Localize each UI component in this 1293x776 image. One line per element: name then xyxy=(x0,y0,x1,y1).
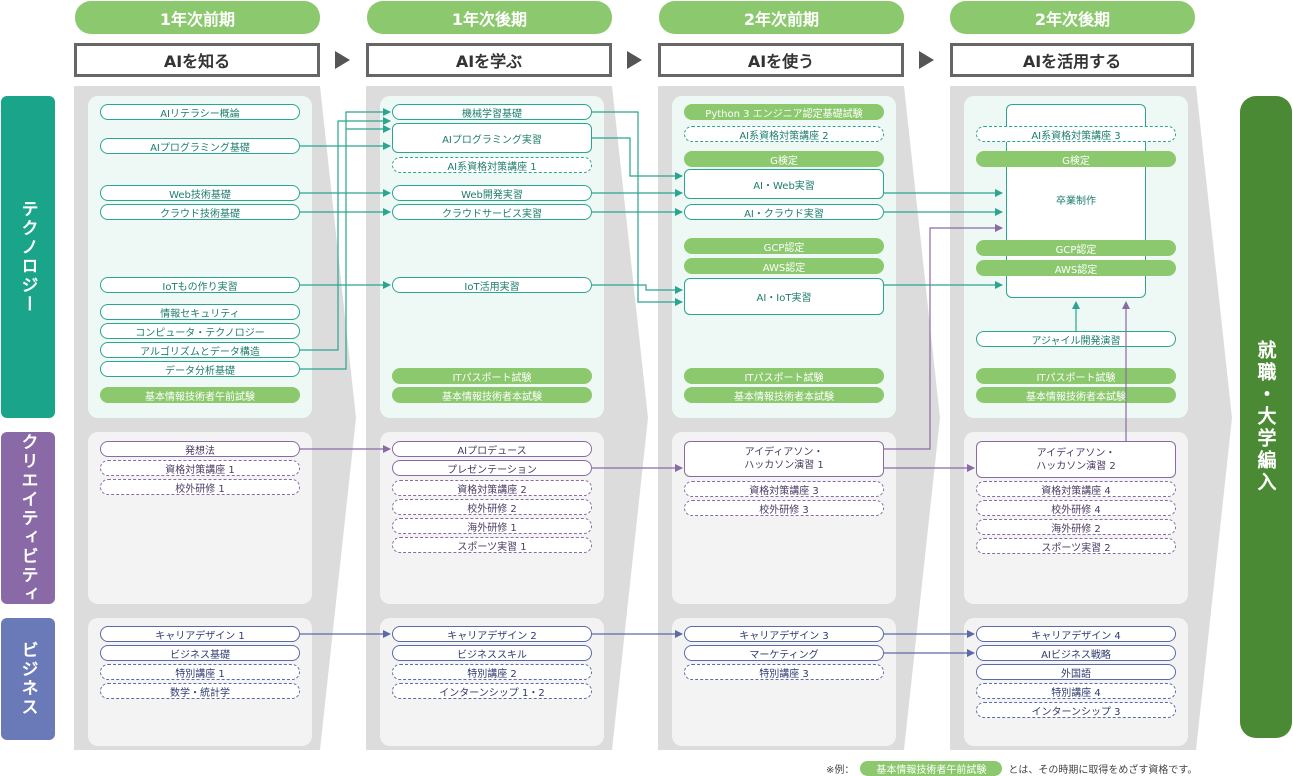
course-ai-cloud-practice: AI・クラウド実習 xyxy=(684,204,884,220)
cert-g-kentei-1: G検定 xyxy=(684,151,884,167)
course-special-lecture-4: 特別講座 4 xyxy=(976,683,1176,699)
career-goal: 就職・大学編入 xyxy=(1240,96,1292,738)
footer-sample-cert: 基本情報技術者午前試験 xyxy=(860,760,1003,776)
course-overseas-training-2: 海外研修 2 xyxy=(976,519,1176,535)
course-foreign-language: 外国語 xyxy=(976,664,1176,680)
course-ai-business-strategy: AIビジネス戦略 xyxy=(976,645,1176,661)
cert-it-passport-1: ITパスポート試験 xyxy=(392,368,592,384)
footer-note: ※例： 基本情報技術者午前試験 とは、その時期に取得をめざす資格です。 xyxy=(826,760,1197,776)
course-hackathon-1: アイディアソン・ ハッカソン演習 1 xyxy=(684,441,884,477)
category-business: ビジネス xyxy=(1,618,55,740)
course-business-basics: ビジネス基礎 xyxy=(100,645,300,661)
theme-arrow-icon-2 xyxy=(627,51,642,69)
term-pill-1: 1年次前期 xyxy=(75,1,320,34)
course-sports-2: スポーツ実習 2 xyxy=(976,538,1176,554)
course-cloud-basics: クラウド技術基礎 xyxy=(100,204,300,220)
course-cert-prep-3: 資格対策講座 3 xyxy=(684,481,884,497)
course-ai-iot-practice: AI・IoT実習 xyxy=(684,278,884,315)
cert-gcp-1: GCP認定 xyxy=(684,238,884,254)
course-algorithms: アルゴリズムとデータ構造 xyxy=(100,342,300,358)
course-graduation-project: 卒業制作 xyxy=(1056,196,1096,207)
course-special-lecture-2: 特別講座 2 xyxy=(392,664,592,680)
footer-suffix: とは、その時期に取得をめざす資格です。 xyxy=(1008,764,1198,776)
hackathon-1-line1: アイディアソン・ xyxy=(744,447,824,458)
course-data-analysis: データ分析基礎 xyxy=(100,361,300,377)
course-hackathon-2: アイディアソン・ ハッカソン演習 2 xyxy=(976,441,1176,478)
course-ideation: 発想法 xyxy=(100,441,300,457)
panel-tech-3 xyxy=(672,96,896,418)
cert-python3: Python 3 エンジニア認定基礎試験 xyxy=(684,104,884,120)
course-web-dev-practice: Web開発実習 xyxy=(392,185,592,201)
course-internship-1-2: インターンシップ 1・2 xyxy=(392,683,592,699)
course-iot-making: IoTもの作り実習 xyxy=(100,277,300,293)
category-creativity: クリエイティビティ xyxy=(1,432,55,604)
course-math-stats: 数学・統計学 xyxy=(100,683,300,699)
course-career-design-2: キャリアデザイン 2 xyxy=(392,626,592,642)
course-ai-cert-prep-2: AI系資格対策講座 2 xyxy=(684,126,884,142)
theme-box-4: AIを活用する xyxy=(950,43,1194,77)
cert-it-passport-3: ITパスポート試験 xyxy=(976,368,1176,384)
course-ai-produce: AIプロデュース xyxy=(392,441,592,457)
course-ai-web-practice: AI・Web実習 xyxy=(684,169,884,199)
cert-fe-main-2: 基本情報技術者本試験 xyxy=(684,387,884,403)
course-field-training-1: 校外研修 1 xyxy=(100,479,300,495)
course-career-design-1: キャリアデザイン 1 xyxy=(100,626,300,642)
course-career-design-3: キャリアデザイン 3 xyxy=(684,626,884,642)
course-internship-3: インターンシップ 3 xyxy=(976,702,1176,718)
theme-arrow-icon-1 xyxy=(335,51,350,69)
cert-aws-2: AWS認定 xyxy=(976,260,1176,276)
hackathon-2-line2: ハッカソン演習 2 xyxy=(1036,460,1116,472)
course-sports-1: スポーツ実習 1 xyxy=(392,537,592,553)
course-field-training-4: 校外研修 4 xyxy=(976,500,1176,516)
course-agile-dev: アジャイル開発演習 xyxy=(976,331,1176,347)
cert-fe-am: 基本情報技術者午前試験 xyxy=(100,387,300,403)
theme-box-2: AIを学ぶ xyxy=(366,43,612,77)
theme-box-1: AIを知る xyxy=(74,43,320,77)
theme-arrow-icon-3 xyxy=(919,51,934,69)
course-special-lecture-3: 特別講座 3 xyxy=(684,664,884,680)
course-overseas-training-1: 海外研修 1 xyxy=(392,518,592,534)
course-iot-practice: IoT活用実習 xyxy=(392,277,592,293)
course-ai-cert-prep-1: AI系資格対策講座 1 xyxy=(392,157,592,173)
course-web-basics: Web技術基礎 xyxy=(100,185,300,201)
course-ai-cert-prep-3: AI系資格対策講座 3 xyxy=(976,126,1176,142)
term-pill-3: 2年次前期 xyxy=(659,1,904,34)
course-marketing: マーケティング xyxy=(684,645,884,661)
course-ai-programming-basics: AIプログラミング基礎 xyxy=(100,138,300,154)
course-career-design-4: キャリアデザイン 4 xyxy=(976,626,1176,642)
cert-fe-main-1: 基本情報技術者本試験 xyxy=(392,387,592,403)
course-special-lecture-1: 特別講座 1 xyxy=(100,664,300,680)
term-pill-4: 2年次後期 xyxy=(950,1,1195,34)
theme-box-3: AIを使う xyxy=(658,43,904,77)
course-ai-programming-practice: AIプログラミング実習 xyxy=(392,123,592,153)
footer-prefix: ※例： xyxy=(826,764,855,776)
cert-aws-1: AWS認定 xyxy=(684,258,884,274)
cert-gcp-2: GCP認定 xyxy=(976,240,1176,256)
cert-it-passport-2: ITパスポート試験 xyxy=(684,368,884,384)
course-ai-literacy: AIリテラシー概論 xyxy=(100,104,300,120)
course-field-training-3: 校外研修 3 xyxy=(684,500,884,516)
category-technology: テクノロジー xyxy=(1,96,55,418)
course-cert-prep-4: 資格対策講座 4 xyxy=(976,481,1176,497)
course-field-training-2: 校外研修 2 xyxy=(392,499,592,515)
course-presentation: プレゼンテーション xyxy=(392,460,592,476)
panel-creative-1 xyxy=(88,432,312,604)
cert-g-kentei-2: G検定 xyxy=(976,151,1176,167)
course-business-skill: ビジネススキル xyxy=(392,645,592,661)
course-cert-prep-1: 資格対策講座 1 xyxy=(100,460,300,476)
course-cloud-service-practice: クラウドサービス実習 xyxy=(392,204,592,220)
term-pill-2: 1年次後期 xyxy=(367,1,612,34)
course-info-security: 情報セキュリティ xyxy=(100,304,300,320)
cert-fe-main-3: 基本情報技術者本試験 xyxy=(976,387,1176,403)
course-ml-basics: 機械学習基礎 xyxy=(392,104,592,120)
hackathon-1-line2: ハッカソン演習 1 xyxy=(744,460,824,471)
course-computer-tech: コンピュータ・テクノロジー xyxy=(100,323,300,339)
hackathon-2-line1: アイディアソン・ xyxy=(1036,447,1116,459)
course-cert-prep-2: 資格対策講座 2 xyxy=(392,480,592,496)
